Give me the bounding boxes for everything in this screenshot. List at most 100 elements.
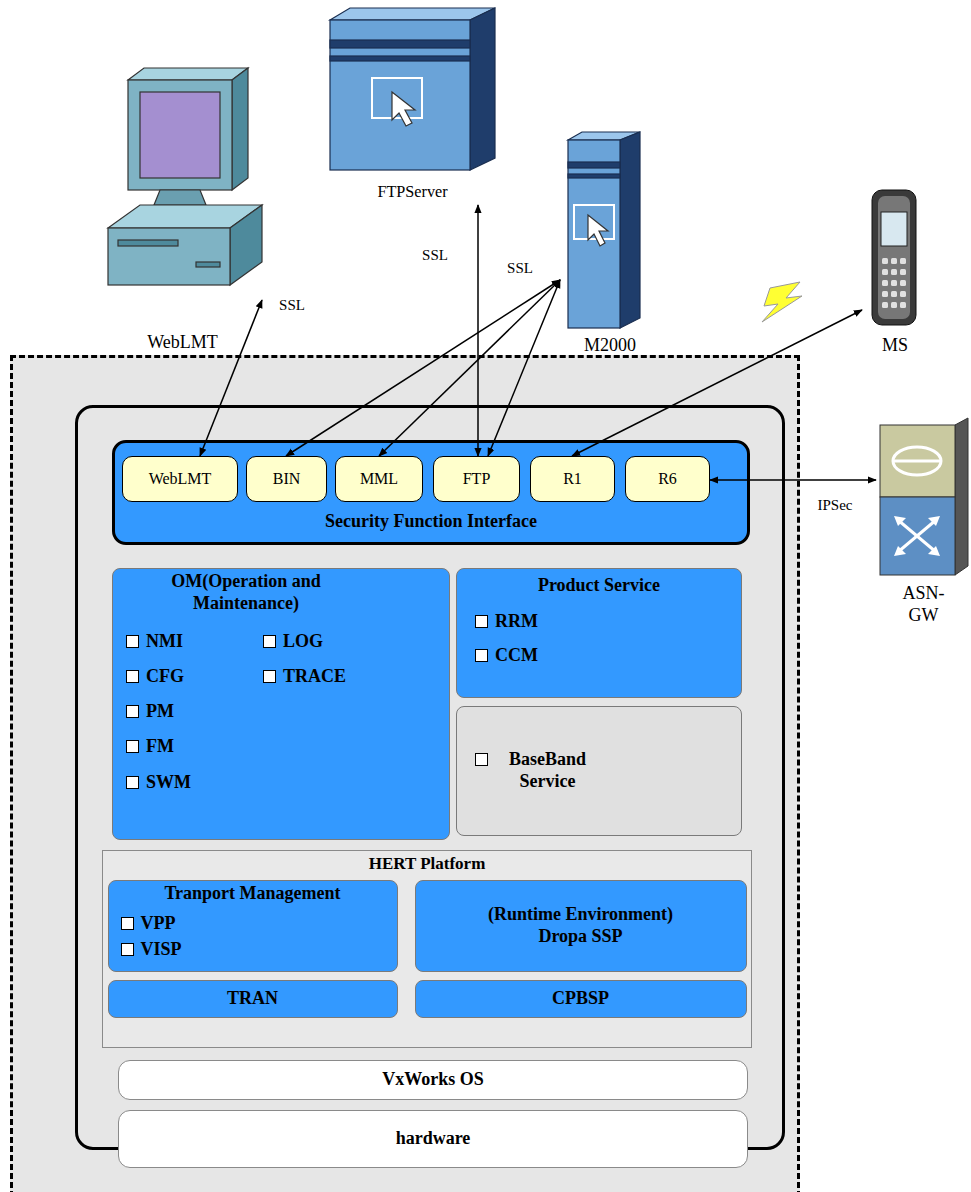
box-title: Tranport Management [164, 883, 340, 905]
connector-arrow [477, 205, 479, 456]
module-item: LOG [283, 631, 323, 653]
box-title: R6 [658, 469, 677, 488]
checkbox [475, 615, 488, 628]
text-holder: ASN-GW [876, 583, 971, 626]
label-holder: SSL [419, 246, 451, 264]
label-holder: SSL [276, 296, 308, 314]
edge-label: IPSec [815, 497, 856, 514]
module-box: Tranport ManagementVPP VISP [108, 880, 398, 972]
text-holder: LOG [263, 631, 323, 653]
checkbox [121, 917, 134, 930]
text-holder: BaseBand Service [475, 749, 600, 792]
checkbox [475, 753, 488, 766]
box-title: R1 [563, 469, 582, 488]
text-holder: HERT Platform [103, 854, 751, 874]
device-label: ASN-GW [896, 583, 952, 626]
checkbox [126, 635, 139, 648]
checkbox [263, 670, 276, 683]
text-holder: OM(Operation and Maintenance) [121, 571, 371, 614]
text-holder: CPBSP [416, 981, 746, 1017]
text-holder: VxWorks OS [119, 1061, 747, 1099]
checkbox [126, 776, 139, 789]
asn-gw-icon [880, 418, 968, 575]
box-title: FTP [463, 469, 491, 488]
edge-label: SSL [419, 247, 451, 264]
device-icon-box: WebLMT [100, 60, 265, 360]
module-box: CPBSP [415, 980, 747, 1018]
lightning-symbol [762, 282, 802, 322]
text-holder: R6 [626, 457, 709, 501]
text-holder: NMI [126, 631, 183, 653]
key [900, 302, 906, 308]
module-box: OM(Operation and Maintenance)NMILOGCFGTR… [112, 568, 450, 840]
module-item: NMI [146, 631, 183, 653]
module-item: RRM [495, 611, 538, 633]
platform-box: HERT PlatformTranport ManagementVPP VISP (… [102, 850, 752, 1048]
connector-arrow [379, 280, 560, 456]
text-holder: (Runtime Environment) Dropa SSP [416, 881, 746, 971]
interface-box: R1 [530, 456, 615, 502]
checkbox [121, 943, 134, 956]
module-item: CCM [495, 645, 538, 667]
box-title: VxWorks OS [382, 1069, 484, 1091]
text-holder: Security Function Interface [115, 511, 747, 533]
key [882, 291, 888, 297]
text-holder: FM [126, 736, 174, 758]
interface-box: BIN [246, 456, 327, 502]
module-item: SWM [146, 772, 191, 794]
key [882, 302, 888, 308]
text-holder: VPP [121, 913, 176, 935]
module-box: TRAN [108, 980, 398, 1018]
key [882, 269, 888, 275]
box-title: (Runtime Environment) Dropa SSP [466, 904, 696, 947]
device-label: M2000 [584, 335, 636, 357]
interface-band: Security Function Interface WebLMT BIN MML F… [112, 440, 750, 545]
module-item: VPP [141, 913, 176, 935]
box-title: Product Service [538, 575, 660, 597]
text-holder: RRM [475, 611, 538, 633]
text-holder: R1 [531, 457, 614, 501]
connector-arrow [572, 310, 862, 456]
text-holder: FTP [434, 457, 519, 501]
key [891, 302, 897, 308]
box-title: BaseBand Service [495, 749, 600, 792]
label-holder: IPSec [815, 496, 856, 514]
box-title: OM(Operation and Maintenance) [121, 571, 371, 614]
text-holder: WebLMT [123, 457, 237, 501]
computer-icon [108, 68, 262, 285]
box-title: BIN [273, 469, 301, 488]
text-holder: CFG [126, 666, 184, 688]
module-box: (Runtime Environment) Dropa SSP [415, 880, 747, 972]
mobile-phone-icon [872, 190, 916, 325]
connector-arrow [488, 280, 560, 456]
layer-box: hardware [118, 1110, 748, 1168]
device-icon-box: MS [850, 180, 940, 360]
box-title: Security Function Interface [325, 511, 537, 533]
device-icon-box: ASN-GW [876, 415, 971, 630]
edge-label: SSL [504, 260, 536, 277]
layer-box: VxWorks OS [118, 1060, 748, 1100]
key [891, 280, 897, 286]
text-holder: BIN [247, 457, 326, 501]
box-title: HERT Platform [369, 854, 486, 874]
interface-box: FTP [433, 456, 520, 502]
box-title: WebLMT [149, 469, 212, 488]
interface-box: R6 [625, 456, 710, 502]
interface-box: MML [335, 456, 423, 502]
module-item: FM [146, 736, 174, 758]
key [891, 258, 897, 264]
text-holder: MML [336, 457, 422, 501]
text-holder: MS [850, 335, 940, 357]
module-box: Product ServiceRRM CCM [456, 568, 742, 698]
module-item: VISP [141, 939, 182, 961]
text-holder: SWM [126, 772, 191, 794]
text-holder: CCM [475, 645, 538, 667]
text-holder: WebLMT [100, 332, 265, 354]
device-label: WebLMT [147, 332, 218, 354]
device-label: MS [882, 335, 908, 357]
key [882, 258, 888, 264]
key [900, 258, 906, 264]
label-holder: SSL [504, 259, 536, 277]
